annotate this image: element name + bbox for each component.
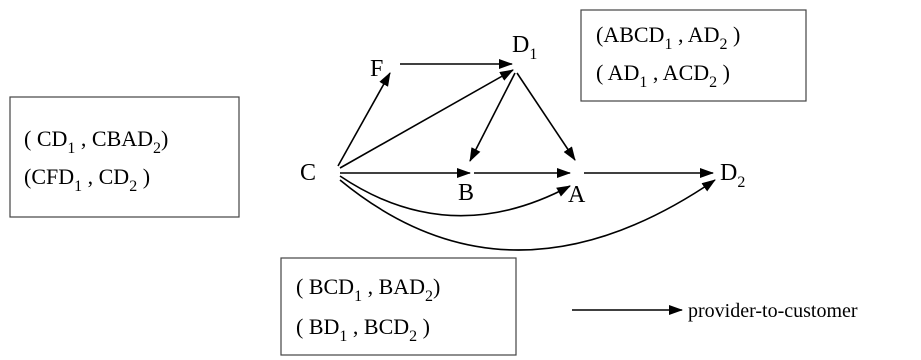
node-d1: D1 (512, 32, 537, 63)
path-box-b-line1: ( BCD1 , BAD2) (296, 274, 440, 305)
edge-c-to-f (337, 72, 391, 167)
path-box-a: (ABCD1 , AD2 ) ( AD1 , ACD2 ) (580, 9, 807, 102)
legend-label: provider-to-customer (688, 300, 858, 322)
edge-d1-to-b (469, 72, 516, 162)
edge-c-to-d1 (339, 69, 514, 169)
path-box-a-line1: (ABCD1 , AD2 ) (596, 22, 740, 53)
path-box-c-line2: (CFD1 , CD2 ) (24, 164, 150, 195)
node-a: A (568, 182, 586, 208)
path-box-c: ( CD1 , CBAD2) (CFD1 , CD2 ) (9, 96, 240, 218)
node-d2: D2 (720, 160, 745, 191)
node-f: F (370, 56, 383, 82)
node-c: C (300, 160, 316, 186)
edge-d1-to-a (516, 72, 576, 161)
edge-c-to-d2-curved (339, 179, 716, 251)
path-box-b: ( BCD1 , BAD2) ( BD1 , BCD2 ) (280, 257, 517, 356)
path-box-b-line2: ( BD1 , BCD2 ) (296, 314, 430, 345)
path-box-a-line2: ( AD1 , ACD2 ) (596, 60, 730, 91)
legend: provider-to-customer (572, 300, 858, 322)
node-b: B (458, 180, 474, 206)
path-box-c-line1: ( CD1 , CBAD2) (24, 126, 168, 157)
edge-c-to-a-curved (339, 175, 571, 217)
